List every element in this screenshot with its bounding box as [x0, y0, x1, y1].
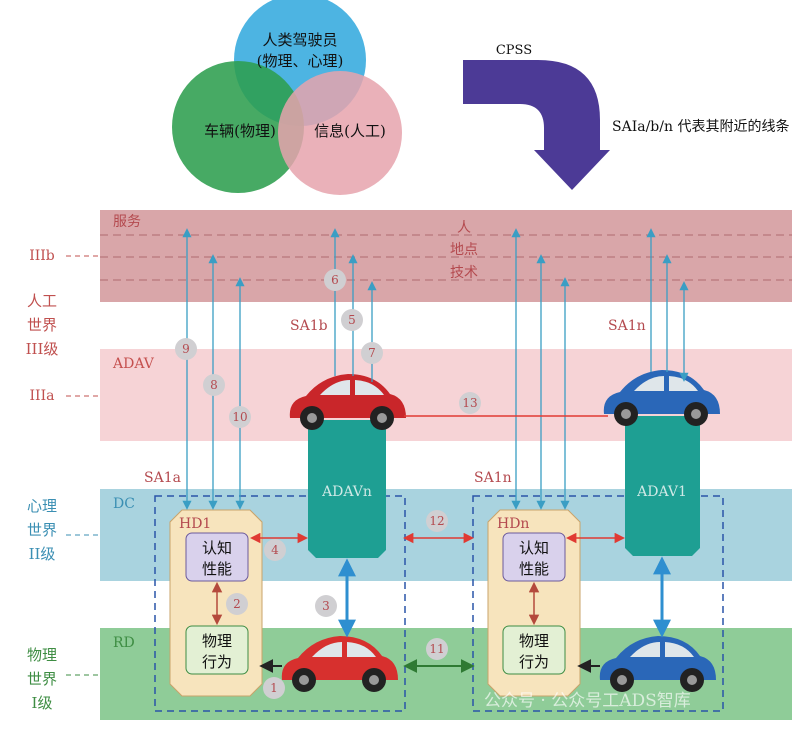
number-badges: 1 2 3 4 5 6 7 8 9 10 11 12 13	[175, 269, 481, 699]
group-left-dashed	[154, 495, 406, 712]
svg-text:6: 6	[331, 273, 339, 287]
service-band-label: 服务	[113, 214, 141, 230]
svg-text:5: 5	[348, 313, 356, 327]
adavn-box: ADAVn	[308, 420, 386, 558]
hdn-physical-line1: 物理	[519, 632, 549, 650]
venn-diagram: 人类驾驶员 (物理、心理) 车辆(物理) 信息(人工)	[172, 0, 402, 195]
legend-note: SAIa/b/n 代表其附近的线条	[612, 118, 789, 135]
rd-band-label: RD	[113, 635, 135, 651]
adav-band-label: ADAV	[112, 356, 155, 372]
venn-vehicle-label: 车辆(物理)	[204, 122, 276, 140]
hd1-box: HD1 认知 性能 物理 行为	[169, 509, 263, 697]
adavn-label: ADAVn	[321, 484, 372, 500]
adav1-label: ADAV1	[636, 484, 687, 500]
hd1-label: HD1	[179, 516, 211, 532]
level1-line1: 物理	[27, 646, 57, 664]
level-iiia: IIIa	[30, 388, 55, 404]
badge-1: 1	[263, 677, 285, 699]
level2-line3: II级	[29, 545, 56, 563]
svg-text:7: 7	[368, 346, 376, 360]
venn-info-circle	[278, 71, 402, 195]
badge-11: 11	[426, 638, 448, 660]
hd1-cognition-line1: 认知	[202, 539, 232, 557]
svg-text:13: 13	[462, 396, 477, 410]
badge-13: 13	[459, 392, 481, 414]
hdn-physical-line2: 行为	[519, 653, 549, 671]
venn-human-line1: 人类驾驶员	[262, 31, 337, 49]
service-sub-place: 地点	[450, 242, 478, 258]
cpss-arrow: CPSS	[463, 43, 610, 190]
group-right-dashed	[472, 495, 724, 712]
badge-3: 3	[315, 595, 337, 617]
hdn-cognition-line2: 性能	[519, 560, 549, 578]
level1-line3: I级	[32, 694, 53, 712]
level3-line3: III级	[26, 340, 59, 358]
level1-line2: 世界	[27, 670, 57, 688]
hd1-cognition-line2: 性能	[202, 560, 232, 578]
adav1-box: ADAV1	[625, 416, 700, 556]
hd1-physical-line2: 行为	[202, 653, 232, 671]
svg-text:3: 3	[322, 599, 330, 613]
venn-vehicle-circle	[172, 61, 304, 193]
dc-band-label: DC	[113, 496, 135, 512]
venn-human-line2: (物理、心理)	[257, 52, 344, 70]
badge-6: 6	[324, 269, 346, 291]
hd1-cognition-box	[185, 532, 249, 582]
badge-12: 12	[426, 510, 448, 532]
svg-text:12: 12	[429, 514, 444, 528]
badge-10: 10	[229, 406, 251, 428]
service-band	[100, 210, 792, 302]
red-car-bottom	[281, 636, 398, 692]
svg-text:2: 2	[233, 597, 241, 611]
sa1n-left-arrows	[511, 228, 570, 510]
hdn-physical-box	[502, 625, 566, 675]
badge-5: 5	[341, 309, 363, 331]
svg-text:8: 8	[210, 378, 218, 392]
svg-text:9: 9	[182, 342, 190, 356]
cpss-label: CPSS	[496, 43, 532, 58]
service-sub-tech: 技术	[450, 265, 478, 281]
svg-text:4: 4	[271, 543, 279, 557]
hd1-physical-box	[185, 625, 249, 675]
badge-4: 4	[264, 539, 286, 561]
blue-car-bottom	[599, 636, 716, 692]
sa1n-top-label: SA1n	[608, 318, 646, 334]
level3-line1: 人工	[27, 292, 57, 310]
hd1-physical-line1: 物理	[202, 632, 232, 650]
watermark: 公众号 · 公众号工ADS智库	[484, 691, 691, 711]
level3-line2: 世界	[27, 316, 57, 334]
level2-line2: 世界	[27, 521, 57, 539]
sa1n-right-arrows	[646, 228, 689, 382]
service-sub-person: 人	[457, 220, 471, 236]
svg-text:11: 11	[429, 642, 444, 656]
hdn-cognition-line1: 认知	[519, 539, 549, 557]
hdn-label: HDn	[497, 516, 529, 532]
venn-info-label: 信息(人工)	[314, 122, 386, 140]
hdn-cognition-box	[502, 532, 566, 582]
badge-7: 7	[361, 342, 383, 364]
svg-text:10: 10	[232, 410, 247, 424]
badge-9: 9	[175, 338, 197, 360]
svg-text:1: 1	[270, 681, 278, 695]
sa1b-label: SA1b	[290, 318, 328, 334]
sa1n-mid-label: SA1n	[474, 470, 512, 486]
level-iiib: IIIb	[29, 248, 55, 264]
level2-line1: 心理	[27, 497, 57, 515]
red-car-top	[289, 374, 406, 430]
blue-car-top	[603, 370, 720, 426]
badge-8: 8	[203, 374, 225, 396]
badge-2: 2	[226, 593, 248, 615]
sa1a-label: SA1a	[144, 470, 181, 486]
